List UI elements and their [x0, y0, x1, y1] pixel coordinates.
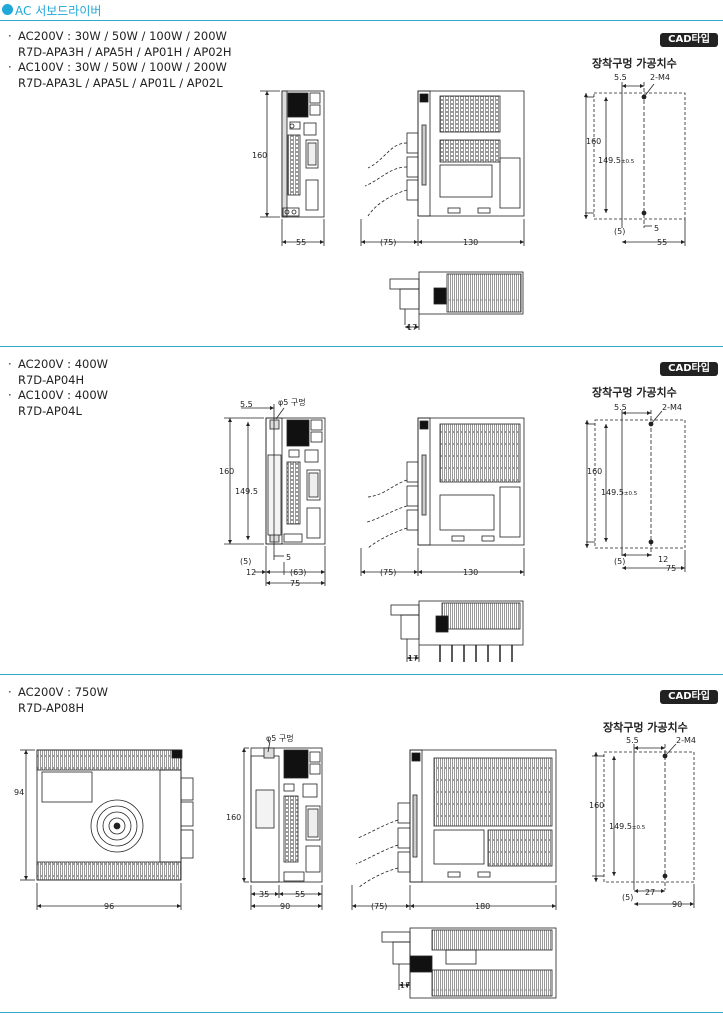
- top-view: [389, 271, 524, 330]
- dim-label: 5.5: [240, 400, 253, 409]
- cad-badge[interactable]: CAD타입: [660, 33, 718, 47]
- dim-label: 5.5: [626, 736, 639, 745]
- dim-label: 55: [296, 238, 306, 247]
- dim-label: φ5 구멍: [266, 733, 294, 743]
- cutout-title: 장착구멍 가공치수: [592, 57, 677, 70]
- section-divider: [0, 346, 723, 347]
- section-divider: [0, 674, 723, 675]
- spec-model: R7D-AP04H: [18, 372, 85, 387]
- mounting-cutout: [592, 743, 695, 908]
- dim-label: φ5 구멍: [278, 397, 306, 407]
- svg-text:149.5±0.5: 149.5±0.5: [601, 488, 638, 497]
- dim-label: 149.5: [601, 488, 624, 497]
- dim-label: 2-M4: [662, 403, 682, 412]
- dim-label: 160: [226, 813, 241, 822]
- mounting-cutout: [584, 82, 686, 246]
- top-view: [390, 600, 524, 662]
- dim-label: 90: [672, 900, 682, 909]
- front-view: [281, 90, 325, 218]
- cutout-title: 장착구멍 가공치수: [603, 721, 688, 734]
- section-header: AC 서보드라이버: [0, 0, 723, 21]
- dim-label: 55: [657, 238, 667, 247]
- section-title: AC 서보드라이버: [15, 4, 102, 18]
- cutout-title: 장착구멍 가공치수: [592, 386, 677, 399]
- dim-label: 5: [286, 553, 291, 562]
- dim-label: (75): [380, 238, 396, 247]
- dim-label: (5): [614, 227, 625, 236]
- dim-label: 35: [259, 890, 269, 899]
- tolerance-label: ±0.5: [621, 159, 635, 165]
- dim-label: 17: [407, 323, 417, 332]
- dim-label: 55: [295, 890, 305, 899]
- dim-label: 2-M4: [650, 73, 670, 82]
- cad-badge[interactable]: CAD타입: [660, 690, 718, 704]
- front-view: [265, 417, 326, 545]
- side-view: [364, 90, 525, 217]
- spec-model: R7D-AP08H: [18, 700, 85, 715]
- spec-voltage: AC100V : 30W / 50W / 100W / 200W: [18, 60, 227, 74]
- spec-voltage: AC200V : 750W: [18, 685, 109, 699]
- dim-label: 160: [589, 801, 604, 810]
- dim-label: 94: [14, 788, 24, 797]
- dim-label: 130: [463, 568, 478, 577]
- cad-badge[interactable]: CAD타입: [660, 362, 718, 376]
- section-bullet-icon: [2, 4, 13, 15]
- dim-label: 160: [587, 467, 602, 476]
- dim-label: 12: [246, 568, 256, 577]
- dim-label: 160: [252, 151, 267, 160]
- dim-label: (5): [614, 557, 625, 566]
- dim-label: 90: [280, 902, 290, 911]
- dim-label: 149.5: [598, 156, 621, 165]
- dim-label: 2-M4: [676, 736, 696, 745]
- section-divider: [0, 1012, 723, 1013]
- spec-list: ·AC200V : 30W / 50W / 100W / 200W R7D-AP…: [8, 29, 232, 90]
- dim-label: 160: [219, 467, 234, 476]
- spec-model: R7D-APA3H / APA5H / AP01H / AP02H: [18, 44, 232, 59]
- mounting-cutout: [585, 410, 686, 572]
- tolerance-label: ±0.5: [632, 825, 646, 831]
- spec-model: R7D-AP04L: [18, 403, 82, 418]
- svg-text:149.5±0.5: 149.5±0.5: [598, 156, 635, 165]
- spec-voltage: AC100V : 400W: [18, 388, 109, 402]
- dim-label: 5: [654, 224, 659, 233]
- dim-label: 27: [645, 888, 655, 897]
- spec-voltage: AC200V : 400W: [18, 357, 109, 371]
- dim-label: 5.5: [614, 73, 627, 82]
- spec-voltage: AC200V : 30W / 50W / 100W / 200W: [18, 29, 227, 43]
- dim-label: (5): [240, 557, 251, 566]
- dim-label: 96: [104, 902, 114, 911]
- dim-label: 130: [463, 238, 478, 247]
- spec-model: R7D-APA3L / APA5L / AP01L / AP02L: [18, 75, 223, 90]
- dim-label: 5.5: [614, 403, 627, 412]
- dim-label: (75): [371, 902, 387, 911]
- tolerance-label: ±0.5: [624, 491, 638, 497]
- side-view: [355, 749, 557, 889]
- dim-label: 75: [290, 579, 300, 588]
- dim-label: 149.5: [609, 822, 632, 831]
- svg-text:149.5±0.5: 149.5±0.5: [609, 822, 646, 831]
- front-view: [250, 747, 323, 883]
- dim-label: 180: [475, 902, 490, 911]
- dim-label: 17: [408, 654, 418, 663]
- spec-list: ·AC200V : 750W R7D-AP08H: [8, 685, 109, 715]
- dim-label: 160: [586, 137, 601, 146]
- dim-label: (63): [290, 568, 306, 577]
- dim-label: 12: [658, 555, 668, 564]
- dim-label: (5): [622, 893, 633, 902]
- dim-label: 75: [666, 564, 676, 573]
- dim-label: (75): [380, 568, 396, 577]
- side-view: [366, 417, 525, 549]
- dim-label: 17: [400, 981, 410, 990]
- spec-list: ·AC200V : 400W R7D-AP04H ·AC100V : 400W …: [8, 357, 109, 418]
- dim-label: 149.5: [235, 487, 258, 496]
- back-view: [36, 749, 194, 881]
